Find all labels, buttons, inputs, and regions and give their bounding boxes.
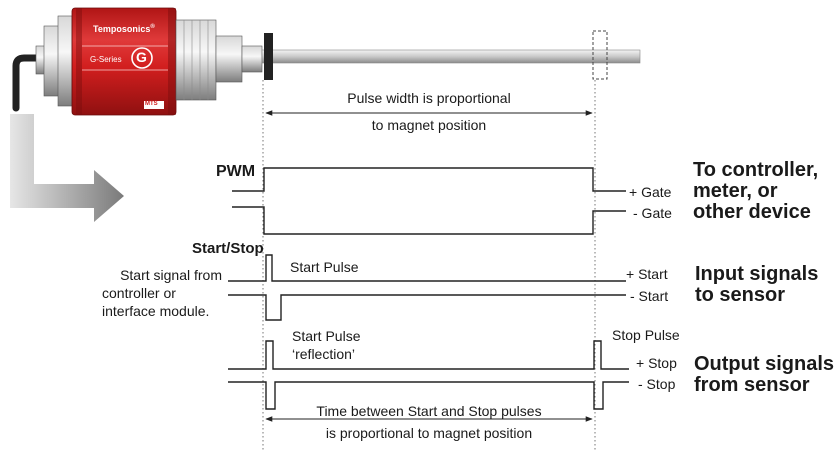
- start-source-line-1: Start signal from: [120, 267, 222, 283]
- logo-letter: G: [136, 49, 147, 65]
- maker-badge: MTS: [145, 101, 158, 107]
- reflection-label: Start Pulse ‘reflection’: [292, 327, 360, 363]
- start-source-label: Start signal from controller or interfac…: [22, 266, 222, 320]
- sensor-rod: [261, 49, 641, 64]
- sensor-cable: [12, 54, 44, 112]
- output-signals-line-2: from sensor: [694, 374, 810, 396]
- time-between-line-1: Time between Start and Stop pulses: [316, 403, 542, 419]
- time-between-caption-2: is proportional to magnet position: [279, 425, 579, 442]
- time-between-caption: Time between Start and Stop pulses: [279, 403, 579, 420]
- sensor-fitting: [215, 35, 243, 83]
- sensor-collar: [241, 45, 263, 73]
- time-between-line-2: is proportional to magnet position: [325, 425, 533, 441]
- reflection-line-1: Start Pulse: [292, 328, 361, 344]
- pwm-minus-gate-signal: [232, 206, 626, 235]
- brand-label: Temposonics®: [93, 24, 155, 34]
- output-flow-arrow: [10, 114, 124, 222]
- pwm-target-line-3: other device: [693, 201, 811, 223]
- input-signals-line-2: to sensor: [695, 284, 786, 306]
- pwm-target-line-1: To controller,: [693, 159, 819, 181]
- start-source-line-3: interface module.: [102, 303, 210, 319]
- pulse-width-caption-2: to magnet position: [299, 117, 559, 134]
- start-plus-signal: [228, 254, 626, 282]
- sensor-connector: [35, 15, 73, 107]
- reflection-line-2: ‘reflection’: [292, 346, 356, 362]
- input-signals-label: Input signals to sensor: [695, 264, 835, 306]
- start-source-line-2: controller or: [102, 285, 176, 301]
- pwm-target-line-2: meter, or: [693, 180, 778, 202]
- plus-start-label: + Start: [626, 266, 668, 282]
- stop-plus-signal: [228, 340, 629, 370]
- pwm-target-label: To controller, meter, or other device: [693, 160, 833, 223]
- pwm-label: PWM: [216, 163, 256, 180]
- start-pulse-label: Start Pulse: [290, 259, 359, 275]
- output-signals-label: Output signals from sensor: [694, 354, 834, 396]
- output-signals-line-1: Output signals: [694, 353, 834, 375]
- start-stop-label: Start/Stop: [192, 240, 264, 257]
- stop-minus-signal: [228, 381, 629, 410]
- brand-registered-mark: ®: [150, 24, 155, 30]
- plus-stop-label: + Stop: [636, 355, 677, 371]
- series-label: G-Series: [90, 55, 122, 64]
- pulse-width-line-1: Pulse width is proportional: [347, 90, 511, 106]
- input-signals-line-1: Input signals: [695, 263, 819, 285]
- sensor-housing: [71, 7, 177, 116]
- flange-ridges: [183, 20, 209, 100]
- brand-name: Temposonics: [93, 24, 151, 34]
- minus-stop-label: - Stop: [638, 376, 676, 392]
- start-minus-signal: [228, 294, 626, 321]
- start-magnet: [264, 33, 273, 80]
- stop-pulse-label: Stop Pulse: [612, 327, 680, 343]
- minus-gate-label: - Gate: [633, 205, 672, 221]
- pulse-width-caption: Pulse width is proportional: [299, 90, 559, 107]
- sensor-flange: [175, 19, 217, 101]
- stop-magnet: [592, 30, 608, 80]
- pulse-width-line-2: to magnet position: [371, 117, 487, 133]
- pwm-plus-gate-signal: [232, 167, 626, 192]
- minus-start-label: - Start: [630, 288, 669, 304]
- plus-gate-label: + Gate: [629, 184, 672, 200]
